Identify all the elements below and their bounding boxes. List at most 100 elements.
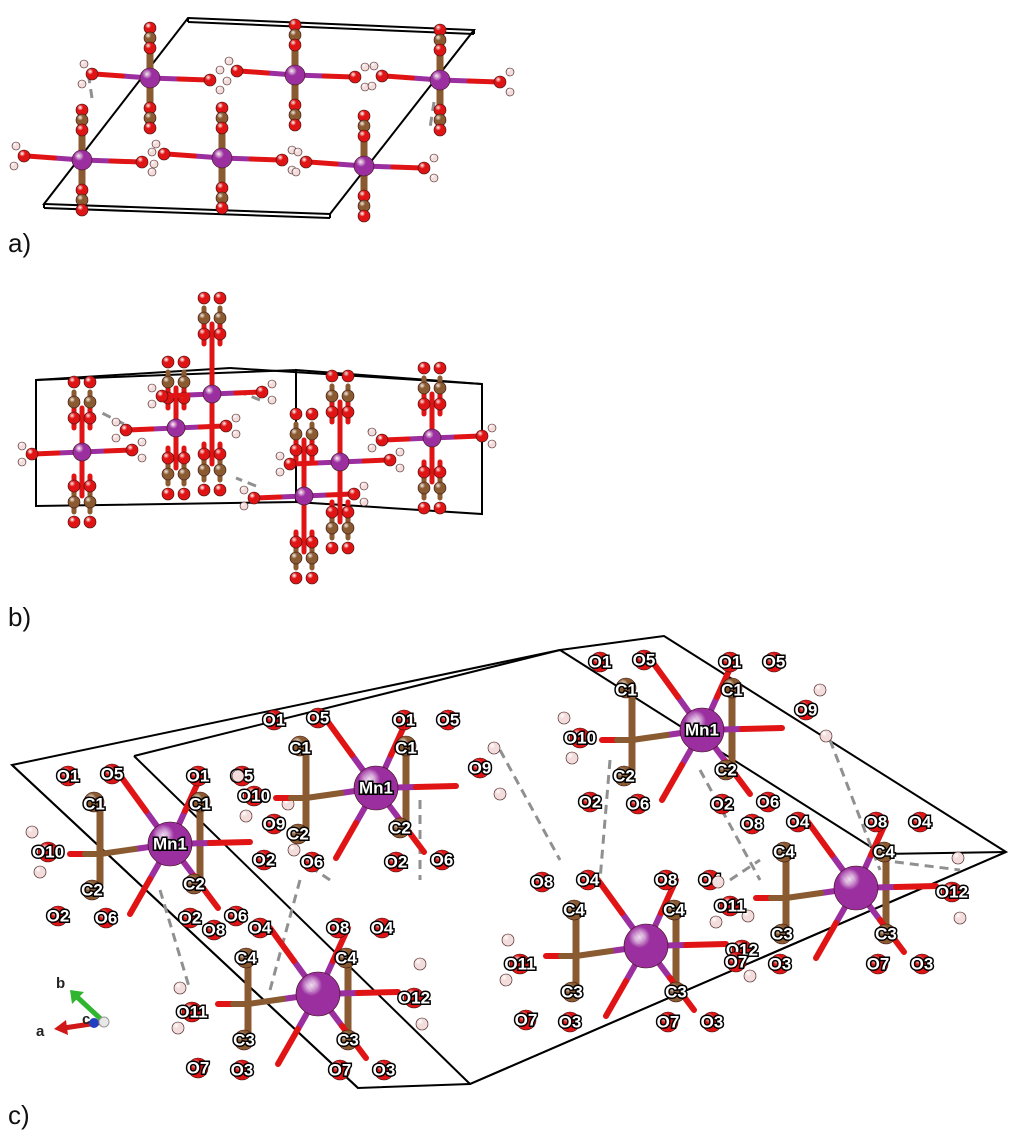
h-atom [147,399,157,409]
oxygen-atom [301,851,323,873]
h-atom [429,153,439,163]
bond [119,775,149,814]
oxygen-atom [941,881,963,903]
label-mn1: Mn1 [153,835,187,854]
label-o11: O11 [504,955,535,974]
o-atom [433,43,447,57]
h-atom [149,159,159,169]
h-atom [147,383,157,393]
o-atom [203,73,217,87]
oxygen-atom [253,849,275,871]
label-o4: O4 [577,871,600,890]
oxygen-atom [787,811,809,833]
label-c4: C4 [663,901,685,920]
oxygen-atom [243,785,265,807]
manganese-atom [284,64,306,86]
h-atom [369,61,379,71]
label-c2: C2 [715,761,737,780]
oxygen-atom [393,709,415,731]
o-atom [83,375,97,389]
bond [127,876,153,917]
carbon-atom [613,765,635,787]
h-atom [487,741,501,755]
c-atom [83,495,97,509]
label-o6: O6 [627,795,650,814]
o-atom [357,129,371,143]
label-mn1: Mn1 [685,721,719,740]
o-atom [67,375,81,389]
o-atom [347,487,361,501]
o-atom [177,355,191,369]
carbon-atom [715,759,737,781]
label-c4: C4 [235,949,257,968]
unit-cell-edge [133,755,471,1085]
oxygen-atom [757,791,779,813]
unit-cell-edge [187,21,475,35]
oxygen-atom [515,1009,537,1031]
manganese-atom [353,155,375,177]
oxygen-atom [909,811,931,833]
oxygen-atom [579,791,601,813]
hydrogen-bond [428,101,436,129]
carbon-atom [81,879,103,901]
oxygen-atom [263,813,285,835]
o-atom [341,369,355,383]
h-atom [493,787,507,801]
oxygen-atom [531,871,553,893]
oxygen-atom [57,765,79,787]
o-atom [348,70,362,84]
oxygen-atom [469,757,491,779]
unit-cell-edge [43,207,331,219]
oxygen-atom [187,1057,209,1079]
o-atom [161,451,175,465]
o-atom [433,501,447,515]
label-c1: C1 [83,795,105,814]
o-atom [197,291,211,305]
label-o1: O1 [393,711,416,730]
h-atom [111,433,121,443]
bond [97,846,138,857]
o-atom [341,541,355,555]
oxygen-atom [37,841,59,863]
oxygen-atom [763,651,785,673]
oxygen-atom [559,1011,581,1033]
h-atom [77,79,87,89]
h-atom [293,147,303,157]
a-axis-label: a [36,1023,45,1040]
o-atom [417,465,431,479]
o-atom [230,64,244,78]
h-atom [224,56,234,66]
label-o6: O6 [95,909,118,928]
label-c1: C1 [395,739,417,758]
o-atom [289,443,303,457]
h-atom [557,711,571,725]
label-o6: O6 [301,853,324,872]
o-atom [25,447,39,461]
bond [573,948,614,959]
bond [207,839,253,846]
h-atom [137,437,147,447]
label-o2: O2 [253,851,276,870]
h-atom [239,501,249,511]
h-atom [275,467,285,477]
c-atom [433,481,447,495]
o-atom [213,483,227,497]
label-o8: O8 [741,815,764,834]
label-o1: O1 [719,653,742,672]
hydrogen-bond [698,769,762,881]
manganese-atom [211,147,233,169]
h-atom [173,981,187,995]
carbon-atom [389,817,411,839]
o-atom [283,457,297,471]
oxygen-atom [741,813,763,835]
oxygen-atom [47,905,69,927]
label-o3: O3 [911,955,934,974]
h-atom [711,875,725,889]
hydrogen-bond [729,858,761,882]
bond [893,883,939,890]
carbon-atom [289,735,311,757]
oxygen-atom [95,907,117,929]
label-o1: O1 [589,653,612,672]
bond [390,164,425,171]
